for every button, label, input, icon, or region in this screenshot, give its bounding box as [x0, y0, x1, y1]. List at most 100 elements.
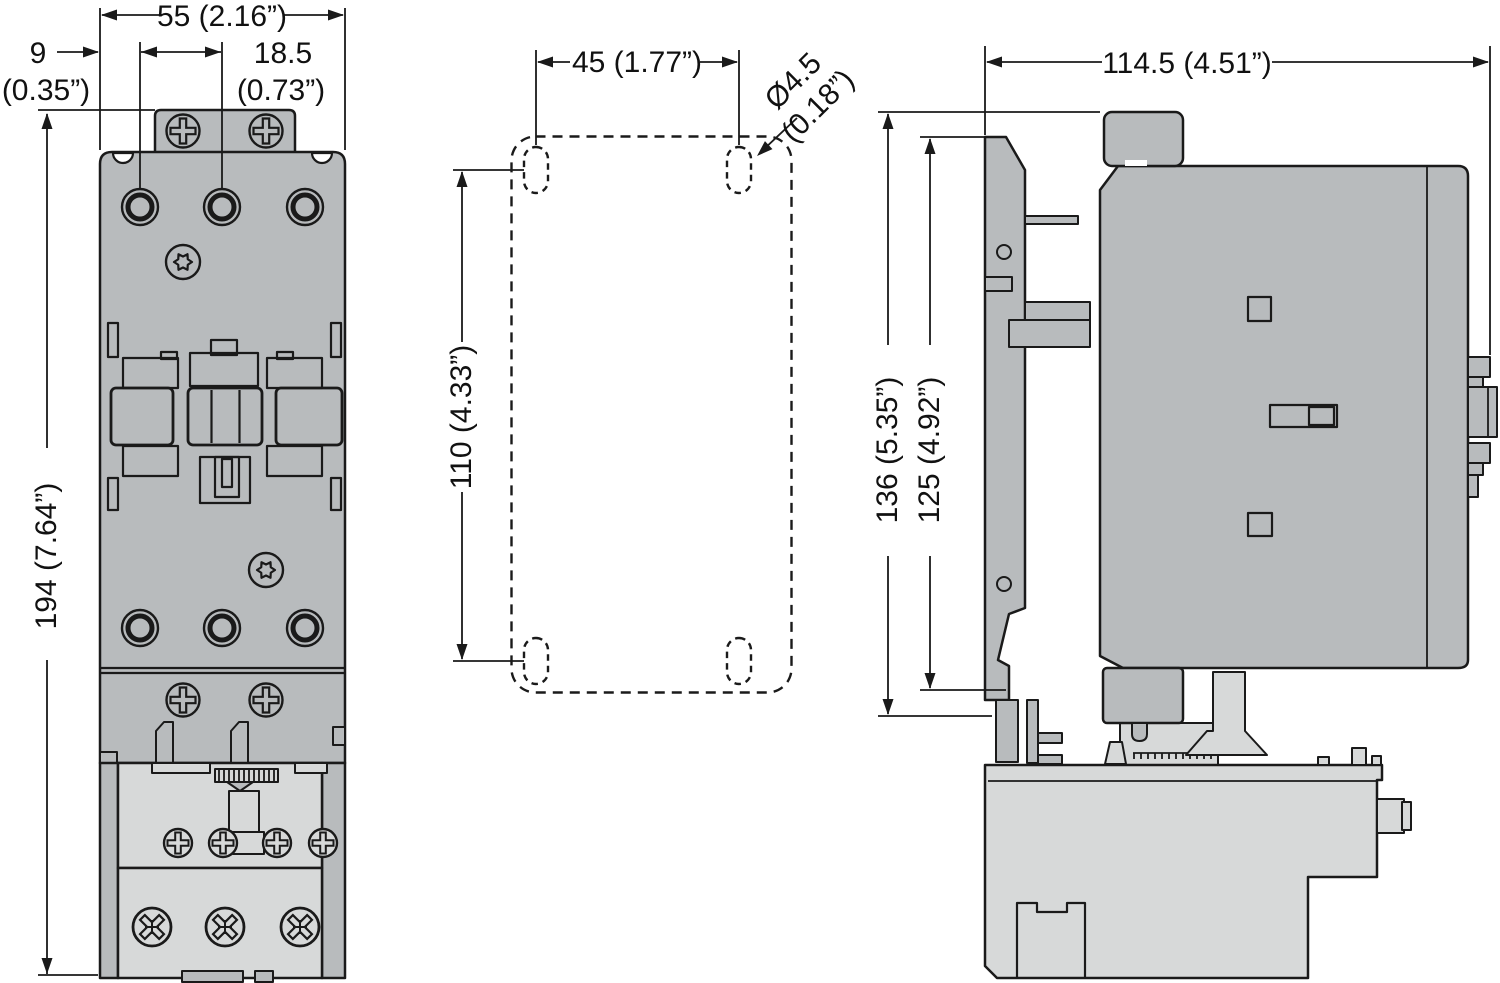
- terminal-L1: [122, 189, 158, 225]
- armature-slot: [220, 457, 234, 489]
- block-notch: [1125, 160, 1147, 166]
- body-square-hole: [1246, 511, 1274, 538]
- extension-lines: [38, 109, 155, 976]
- relay-bump: [1351, 747, 1367, 766]
- dim-label-height-total: 136 (5.35”): [871, 377, 904, 524]
- relay-latch-arm: [1185, 671, 1268, 756]
- face-tab: [1467, 356, 1491, 378]
- front-notch-left: [111, 151, 135, 165]
- terminal-T1: [122, 610, 158, 646]
- bottom-tab: [254, 970, 274, 983]
- dim-label-height: 194 (7.64”): [30, 483, 63, 630]
- extension-lines: [453, 169, 524, 662]
- wing-left-lower: [121, 444, 180, 478]
- dim-label-spacing-in: (0.73”): [237, 74, 325, 107]
- body-square-hole: [1246, 295, 1273, 323]
- section-divider: [100, 666, 345, 675]
- post-tab: [1037, 732, 1063, 744]
- aux-screw-icon: [162, 827, 194, 859]
- edge-slot: [106, 321, 120, 359]
- relay-connector-tip: [1401, 801, 1412, 831]
- bracket-ledge: [1024, 215, 1079, 225]
- terminal-T3: [287, 610, 323, 646]
- side-step: [99, 751, 118, 764]
- mounting-outline: [510, 135, 793, 694]
- front-dimensions: 55 (2.16”) 9 (0.35”) 18.5 (0.73”) 194 (7…: [2, 0, 346, 976]
- side-dimensions: 114.5 (4.51”) 136 (5.35”) 125 (4.92”): [871, 46, 1491, 717]
- aux-screw-icon: [261, 827, 293, 859]
- mounting-slot: [522, 145, 550, 195]
- mounting-pattern-view: 45 (1.77”) 110 (4.33”) Ø4.5 (0.18”): [445, 46, 861, 694]
- mounting-slot: [725, 636, 753, 686]
- extension-lines: [984, 46, 1491, 355]
- torx-screw-lower-icon: [247, 551, 285, 589]
- tab-screw-right-icon: [248, 113, 284, 149]
- post-tab: [1037, 754, 1063, 765]
- bracket-ledge: [1008, 319, 1091, 348]
- mounting-slot: [522, 636, 550, 686]
- torx-screw-upper-icon: [164, 243, 202, 281]
- relay-column-left: [98, 761, 120, 980]
- coil-screw-left-icon: [165, 682, 201, 718]
- dim-label-height-mounting: 125 (4.92”): [913, 377, 946, 524]
- pin: [230, 721, 249, 764]
- adjustment-dial: [228, 790, 260, 833]
- tab-screw-left-icon: [165, 113, 201, 149]
- relay-terminal-screw-icon: [204, 906, 246, 948]
- dim-label-hole-spacing-h: 45 (1.77”): [572, 46, 702, 79]
- aux-screw-icon: [207, 827, 239, 859]
- top-terminal-block: [1102, 110, 1185, 168]
- face-terminal: [1467, 386, 1498, 438]
- slider-knob: [1307, 405, 1336, 427]
- relay-terminal-screw-icon: [279, 906, 321, 948]
- contact-window-center: [186, 386, 264, 447]
- relay-bump: [1317, 756, 1330, 766]
- mounting-slot: [725, 145, 753, 195]
- face-tab: [1467, 442, 1491, 464]
- bracket-hole: [996, 576, 1012, 592]
- front-notch-right: [310, 151, 334, 165]
- bracket-ledge: [1024, 301, 1091, 321]
- armature-u: [213, 455, 241, 499]
- dim-label-depth: 114.5 (4.51”): [1102, 47, 1272, 80]
- terminal-T2: [204, 610, 240, 646]
- face-tab: [1467, 376, 1484, 388]
- relay-terminal-screw-icon: [131, 906, 173, 948]
- face-tab: [1467, 462, 1484, 476]
- center-top-tab: [209, 338, 239, 357]
- contactor-side-body: [1098, 164, 1470, 670]
- terminal-L3: [287, 189, 323, 225]
- bracket-hole: [996, 244, 1012, 260]
- dim-label-offset-mm: 9: [30, 37, 47, 70]
- pin-side: [1131, 722, 1148, 742]
- wing-right-lower: [265, 444, 324, 478]
- pin: [155, 721, 174, 764]
- face-tab: [1467, 474, 1479, 498]
- bracket-tab: [984, 276, 1013, 292]
- relay-column-right: [320, 761, 347, 980]
- relay-latch-foot: [1104, 741, 1127, 765]
- side-tab: [332, 726, 346, 746]
- edge-slot: [329, 321, 343, 359]
- relay-connector: [1376, 798, 1405, 834]
- coil-screw-right-icon: [248, 682, 284, 718]
- slider-window: [1268, 403, 1339, 429]
- edge-slot: [106, 476, 120, 512]
- center-block: [188, 351, 260, 388]
- relay-inner-notch: [1015, 901, 1087, 978]
- mounting-bracket: [983, 135, 1027, 702]
- dim-label-spacing-mm: 18.5: [254, 37, 312, 70]
- window-dividers: [210, 390, 241, 443]
- extension-lines: [535, 50, 740, 145]
- side-view: [983, 110, 1498, 980]
- extension-lines: [920, 136, 1006, 691]
- bracket-post: [1026, 699, 1039, 764]
- terminal-L2: [204, 189, 240, 225]
- front-view: [98, 108, 347, 983]
- bottom-tab: [181, 970, 244, 983]
- relay-foot: [151, 762, 211, 774]
- relay-foot: [294, 762, 328, 774]
- aux-screw-icon: [307, 827, 339, 859]
- extension-lines: [878, 111, 1100, 717]
